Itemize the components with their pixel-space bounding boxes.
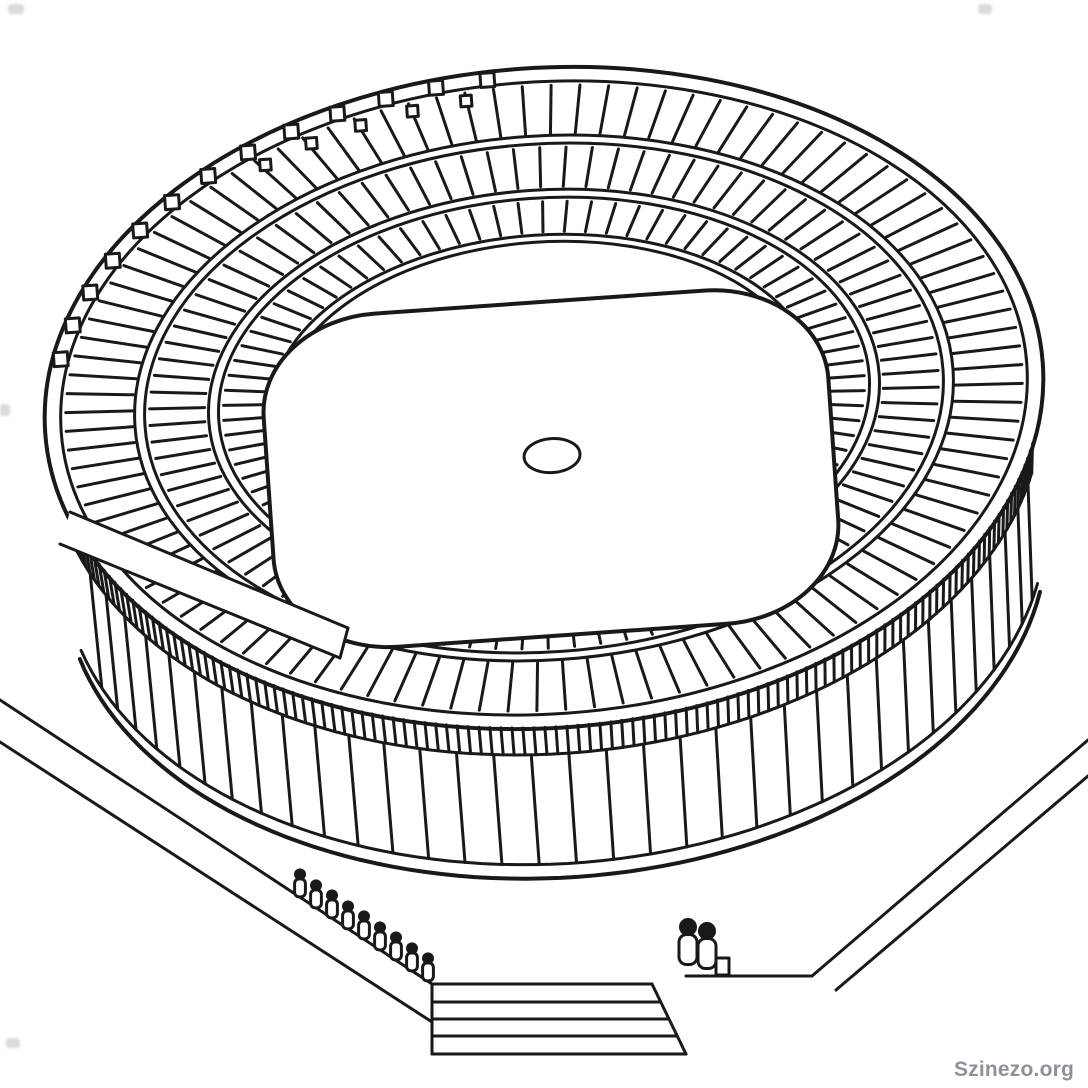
person-figure <box>373 921 387 952</box>
foreground-scene <box>0 510 1088 1056</box>
plaza-edge-left <box>0 698 434 986</box>
facade-panels <box>88 482 1034 867</box>
walkway-ramp-fill <box>60 512 348 658</box>
stairs-right-edge <box>650 982 688 1056</box>
plaza-edge-left-2 <box>0 740 434 1024</box>
person-figure <box>325 889 339 920</box>
person-figure <box>357 910 371 941</box>
faint-watermark <box>978 4 992 14</box>
faint-watermark <box>8 4 24 14</box>
plaza-edge-right <box>810 738 1088 978</box>
upper-walkway-outer <box>133 133 955 663</box>
person-figure <box>309 879 323 910</box>
walkway-ramp-edge <box>68 510 350 630</box>
center-spot <box>522 437 582 475</box>
walkway-ramp-end <box>338 626 350 660</box>
person-figure <box>405 942 419 973</box>
playing-field <box>261 288 841 650</box>
rim-boxes-inner <box>257 93 474 173</box>
faint-watermark <box>0 404 10 416</box>
stadium-bowl <box>42 64 1046 881</box>
person-figure <box>293 868 307 899</box>
faint-watermark <box>6 1038 20 1048</box>
facade-frieze <box>68 442 1035 757</box>
plaza-edge-right-2 <box>834 774 1088 992</box>
upper-walkway-inner <box>143 141 945 655</box>
walkway-ramp-edge <box>58 542 342 660</box>
outer-rim-inner <box>59 79 1029 717</box>
person-figure <box>696 922 718 970</box>
small-box <box>714 956 731 977</box>
person-figure <box>421 952 435 983</box>
upper-tier-seats <box>64 83 1024 713</box>
facade-base-upper <box>79 582 1040 867</box>
rim-boxes-outer <box>51 71 497 369</box>
watermark: Szinezo.org <box>953 1058 1074 1081</box>
person-figure <box>341 900 355 931</box>
person-figure <box>677 918 699 966</box>
facade-base-lower <box>77 589 1042 881</box>
person-figure <box>389 931 403 962</box>
